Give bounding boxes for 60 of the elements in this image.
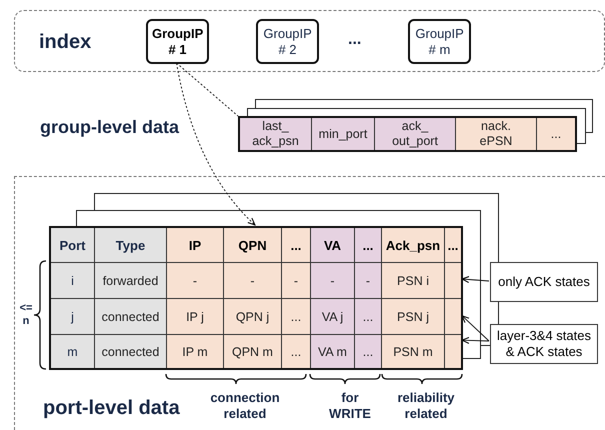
table-cell: ... (282, 335, 311, 368)
table-cell: ... (550, 126, 562, 142)
table-cell: j (51, 299, 95, 335)
table-cell: Port (51, 228, 95, 263)
dotted-connector (176, 62, 256, 226)
table-cell: Ack_psn (382, 228, 445, 263)
table-cell: ... (355, 228, 382, 263)
table-cell: ... (282, 299, 311, 335)
section-heading: port-level data (43, 397, 180, 420)
table-cell: m (51, 335, 95, 368)
table-cell: QPN j (224, 299, 282, 335)
group-label: connection related (209, 390, 281, 422)
table-cell: ... (445, 228, 461, 263)
table-cell: - (167, 263, 224, 299)
arrow (462, 336, 490, 344)
table-cell: ... (282, 228, 311, 263)
table-cell-text: last_ ack_psn (251, 119, 300, 149)
annotation-box: only ACK states (490, 262, 598, 302)
table-cell: QPN (224, 228, 282, 263)
index-heading: index (39, 31, 92, 54)
table-cell: - (311, 263, 355, 299)
bracket-label: <= n (18, 302, 34, 328)
section-panel (14, 176, 605, 430)
table-cell: - (355, 263, 382, 299)
table-cell: IP m (167, 335, 224, 368)
group-key-box: GroupIP # m (408, 19, 471, 64)
arrow (462, 276, 490, 283)
table-cell: - (282, 263, 311, 299)
table-cell: IP (167, 228, 224, 263)
table-cell: PSN j (382, 299, 445, 335)
table-cell: VA (311, 228, 355, 263)
table-cell: ... (355, 299, 382, 335)
data-table (238, 116, 577, 152)
table-cell: forwarded (95, 263, 167, 299)
table-cell: PSN m (382, 335, 445, 368)
table-cell-text: nack. ePSN (478, 119, 514, 149)
table-cell: QPN m (224, 335, 282, 368)
group-key-box: GroupIP # 2 (256, 19, 319, 64)
table-cell: connected (95, 299, 167, 335)
group-label: for WRITE (328, 390, 372, 422)
ellipsis-label: ... (348, 30, 362, 50)
annotation-box: layer-3&4 states & ACK states (490, 324, 598, 364)
index-panel (14, 10, 605, 72)
table-cell: i (51, 263, 95, 299)
section-heading: group-level data (40, 117, 180, 139)
data-table (49, 226, 463, 370)
table-cell: - (224, 263, 282, 299)
table-cell: Type (95, 228, 167, 263)
group-label: reliability related (396, 390, 456, 422)
table-cell: min_port (318, 126, 368, 142)
table-cell-text: ack_ out_port (391, 119, 439, 149)
table-cell: IP j (167, 299, 224, 335)
arrow (462, 315, 490, 342)
table-cell: VA m (311, 335, 355, 368)
table-cell: ... (355, 335, 382, 368)
group-key-box: GroupIP # 1 (146, 19, 209, 64)
dotted-connector (176, 62, 238, 116)
table-cell: VA j (311, 299, 355, 335)
table-cell: PSN i (382, 263, 445, 299)
table-cell: connected (95, 335, 167, 368)
